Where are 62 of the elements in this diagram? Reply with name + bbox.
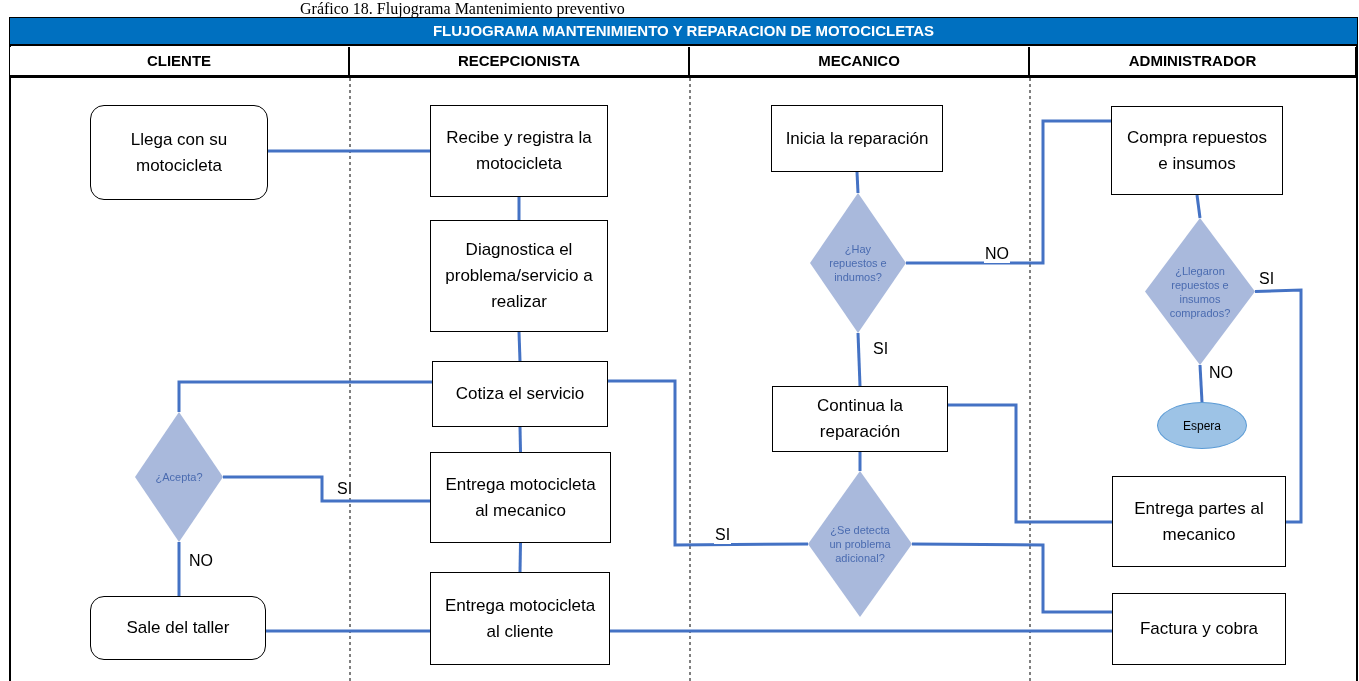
node-text: Diagnostica el problema/servicio a realizar bbox=[444, 239, 594, 313]
process-box bbox=[432, 361, 608, 427]
process-box bbox=[1112, 593, 1286, 665]
process-box bbox=[430, 452, 611, 543]
node-text: Inicia la reparación bbox=[784, 127, 930, 150]
connector-line bbox=[517, 197, 521, 220]
connector-line bbox=[855, 171, 860, 194]
node-text: Cotiza el servicio bbox=[454, 383, 586, 405]
node-text: ¿Llegaron repuestos e insumos comprados? bbox=[1168, 263, 1232, 320]
connector-line bbox=[608, 379, 808, 547]
process-box bbox=[772, 386, 948, 452]
process-box bbox=[430, 220, 608, 332]
lane-header: ADMINISTRADOR bbox=[1128, 50, 1257, 71]
node-text: Entrega motocicleta al mecanico bbox=[444, 473, 597, 522]
lane-header: RECEPCIONISTA bbox=[457, 50, 581, 71]
lane-header: MECANICO bbox=[818, 50, 900, 71]
banner-title: FLUJOGRAMA MANTENIMIENTO Y REPARACION DE MOTOCICLETAS bbox=[432, 20, 935, 41]
terminal-box bbox=[90, 105, 268, 200]
decision-diamond bbox=[1145, 218, 1255, 365]
node-text: ¿Hay repuestos e indumos? bbox=[828, 242, 888, 284]
node-text: Sale del taller bbox=[125, 617, 231, 639]
process-box bbox=[430, 105, 608, 197]
node-text: Espera bbox=[1183, 417, 1221, 435]
node-text: Factura y cobra bbox=[1138, 618, 1260, 640]
process-box bbox=[1112, 476, 1286, 567]
connector-line bbox=[518, 542, 522, 573]
connector-line bbox=[1254, 288, 1303, 524]
decision-diamond bbox=[135, 412, 223, 542]
connector-line bbox=[223, 475, 430, 503]
figure-title: Gráfico 18. Flujograma Mantenimiento preventivo bbox=[300, 0, 625, 18]
node-text: ¿Acepta? bbox=[154, 470, 204, 484]
connector-line bbox=[906, 119, 1111, 265]
connector-line bbox=[517, 331, 522, 362]
connector-line bbox=[948, 403, 1112, 524]
connector-line bbox=[912, 542, 1112, 614]
edge-label: SI bbox=[336, 480, 354, 498]
node-text: ¿Se detecta un problema adicional? bbox=[828, 523, 892, 565]
edge-label: SI bbox=[714, 526, 732, 544]
connector-line bbox=[268, 149, 430, 153]
process-box bbox=[1111, 106, 1283, 195]
node-text: Recibe y registra la motocicleta bbox=[445, 127, 593, 175]
connector-line bbox=[858, 452, 862, 471]
terminal-box bbox=[90, 596, 266, 660]
decision-diamond bbox=[810, 193, 906, 333]
node-text: Compra repuestos e insumos bbox=[1126, 126, 1268, 175]
process-box bbox=[430, 572, 610, 665]
connector-line bbox=[266, 629, 430, 633]
connector-line bbox=[610, 629, 1112, 633]
process-box bbox=[771, 105, 943, 172]
edge-label: NO bbox=[984, 245, 1010, 263]
connector-line bbox=[177, 542, 181, 596]
connector-line bbox=[1195, 194, 1202, 219]
node-text: Llega con su motocicleta bbox=[129, 128, 229, 177]
connector-line bbox=[177, 380, 432, 412]
connector-line bbox=[518, 426, 522, 453]
node-text: Continua la reparación bbox=[816, 395, 904, 443]
connector-line bbox=[856, 332, 862, 387]
connector-line bbox=[1198, 364, 1204, 403]
node-text: Entrega partes al mecanico bbox=[1133, 497, 1265, 546]
lane-header: CLIENTE bbox=[146, 50, 212, 71]
node-text: Entrega motocicleta al cliente bbox=[443, 594, 597, 643]
decision-diamond bbox=[808, 471, 912, 617]
